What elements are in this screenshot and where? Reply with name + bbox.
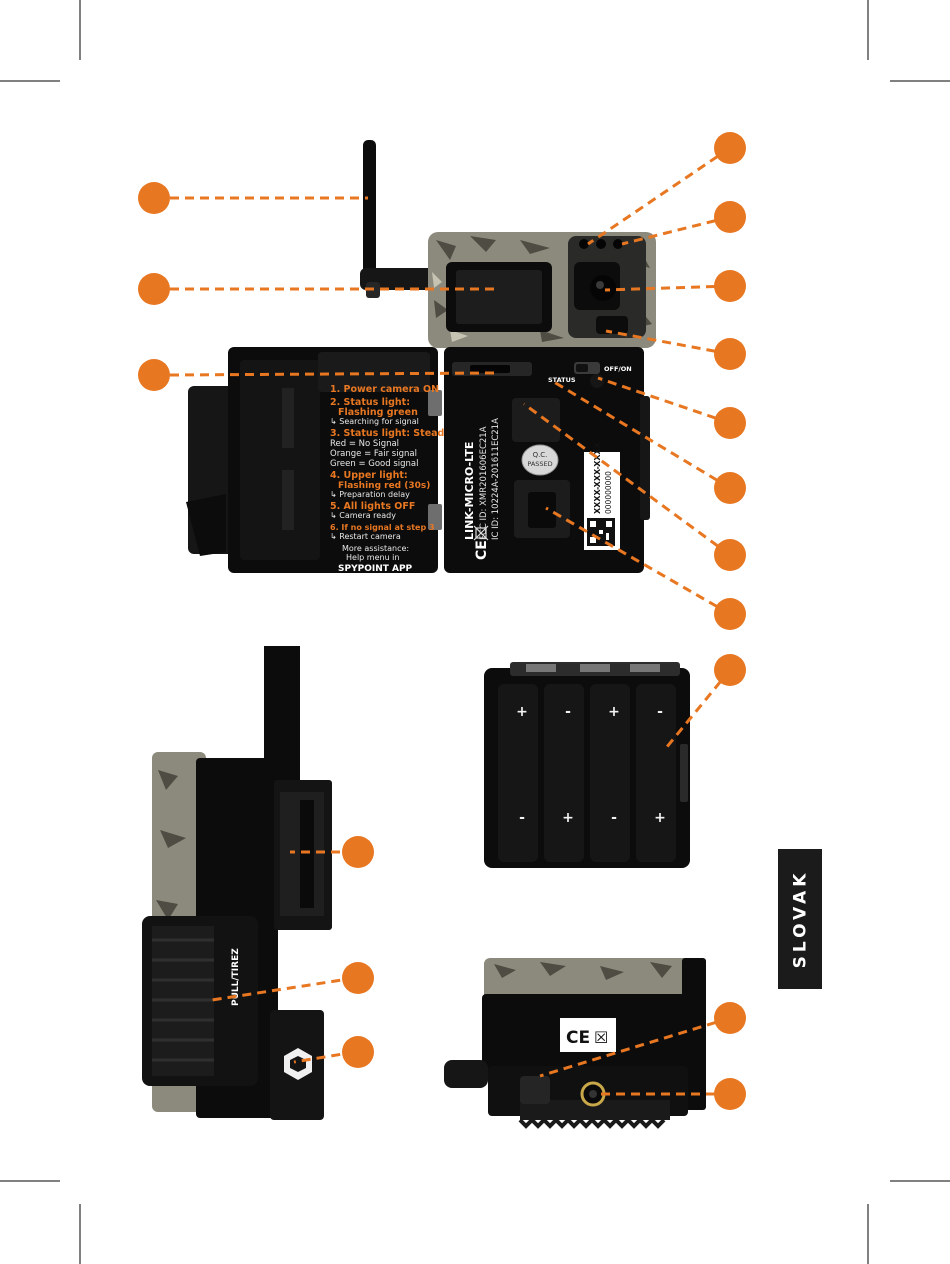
bottom-weee-icon: ☒ xyxy=(594,1028,608,1047)
serial-number: XXXX-XXX-XXXX xyxy=(593,441,602,514)
antenna-icon xyxy=(360,140,435,298)
callout-marker xyxy=(714,654,746,686)
callout-marker xyxy=(138,273,170,305)
qr-code-icon xyxy=(587,518,615,546)
signal-orange: Orange = Fair signal xyxy=(330,449,417,459)
pull-tirez-label: PULL/TIREZ xyxy=(231,948,241,1006)
spypoint-app-label: SPYPOINT APP xyxy=(338,564,413,574)
language-tab-label: SLOVAK xyxy=(790,869,810,969)
camera-door-panel xyxy=(186,347,438,573)
callout-marker xyxy=(714,598,746,630)
callout-marker xyxy=(138,182,170,214)
off-on-label: OFF/ON xyxy=(604,365,632,373)
callout-marker xyxy=(714,338,746,370)
callout-marker xyxy=(714,539,746,571)
battery-sign: - xyxy=(519,810,525,826)
bottom-ce-mark: CE xyxy=(566,1028,590,1048)
callout-marker xyxy=(138,359,170,391)
callout-marker xyxy=(714,1002,746,1034)
qc-passed-sticker: Q.C. PASSED xyxy=(521,444,559,476)
camera-bottom-view xyxy=(444,958,706,1129)
callout-marker xyxy=(714,407,746,439)
instruction-step-5-title: 5. All lights OFF xyxy=(330,501,415,512)
callout-marker xyxy=(714,472,746,504)
product-label: LINK-MICRO-LTE FCC ID: XMR201606EC21A IC… xyxy=(463,418,501,540)
leader-lines xyxy=(169,146,732,1096)
instruction-step-6-title: 6. If no signal at step 3 xyxy=(330,523,435,532)
ce-mark: CE xyxy=(474,540,490,560)
battery-sign: + xyxy=(654,810,666,826)
battery-sign: + xyxy=(516,704,528,720)
instruction-step-5-note: ↳ Camera ready xyxy=(330,511,396,520)
language-tab: SLOVAK xyxy=(778,849,822,989)
instruction-step-2-note: ↳ Searching for signal xyxy=(330,417,419,426)
signal-green: Green = Good signal xyxy=(330,459,419,469)
qc-line-2: PASSED xyxy=(527,460,552,468)
callout-marker xyxy=(714,201,746,233)
instruction-step-6-note: ↳ Restart camera xyxy=(330,532,401,541)
instruction-step-3-title: 3. Status light: Steady xyxy=(330,428,451,439)
instruction-step-4-sub: Flashing red (30s) xyxy=(338,481,430,491)
battery-sign: - xyxy=(657,704,663,720)
instruction-step-2-sub: Flashing green xyxy=(338,407,418,418)
weee-icon xyxy=(473,525,489,541)
camera-lens-icon xyxy=(574,262,620,310)
model-name: LINK-MICRO-LTE xyxy=(463,442,476,540)
ic-id: IC ID: 10224A-201611EC21A xyxy=(491,418,501,540)
battery-sign: - xyxy=(611,810,617,826)
serial-digits: 000000000 xyxy=(604,471,613,514)
battery-sign: - xyxy=(565,704,571,720)
instruction-step-4-note: ↳ Preparation delay xyxy=(330,490,410,499)
callout-marker xyxy=(714,1078,746,1110)
fcc-id: FCC ID: XMR201606EC21A xyxy=(479,426,489,540)
instruction-step-2-title: 2. Status light: xyxy=(330,397,410,408)
qc-line-1: Q.C. xyxy=(533,451,548,459)
assistance-line-2: Help menu in xyxy=(346,553,399,562)
status-label: STATUS xyxy=(548,376,576,384)
callout-marker xyxy=(714,132,746,164)
assistance-line-1: More assistance: xyxy=(342,544,409,553)
battery-sign: + xyxy=(608,704,620,720)
light-sensor xyxy=(596,316,628,334)
battery-sign: + xyxy=(562,810,574,826)
door-instructions: 1. Power camera ON 2. Status light: Flas… xyxy=(330,384,451,574)
serial-sticker: XXXX-XXX-XXXX 000000000 xyxy=(584,441,620,550)
led-icon xyxy=(579,239,623,249)
signal-red: Red = No Signal xyxy=(330,439,399,449)
battery-icon xyxy=(484,662,690,868)
instruction-step-1: 1. Power camera ON xyxy=(330,384,439,395)
tripod-socket-icon xyxy=(580,1081,606,1107)
callout-marker xyxy=(342,836,374,868)
door-hinges xyxy=(428,390,442,530)
callout-marker xyxy=(714,270,746,302)
instruction-step-4-title: 4. Upper light: xyxy=(330,470,408,481)
callout-marker xyxy=(342,1036,374,1068)
camera-side-view xyxy=(142,646,332,1120)
callout-marker xyxy=(342,962,374,994)
callout-markers xyxy=(138,132,746,1110)
battery-polarity-signs: + - + - - + - + xyxy=(516,704,666,826)
